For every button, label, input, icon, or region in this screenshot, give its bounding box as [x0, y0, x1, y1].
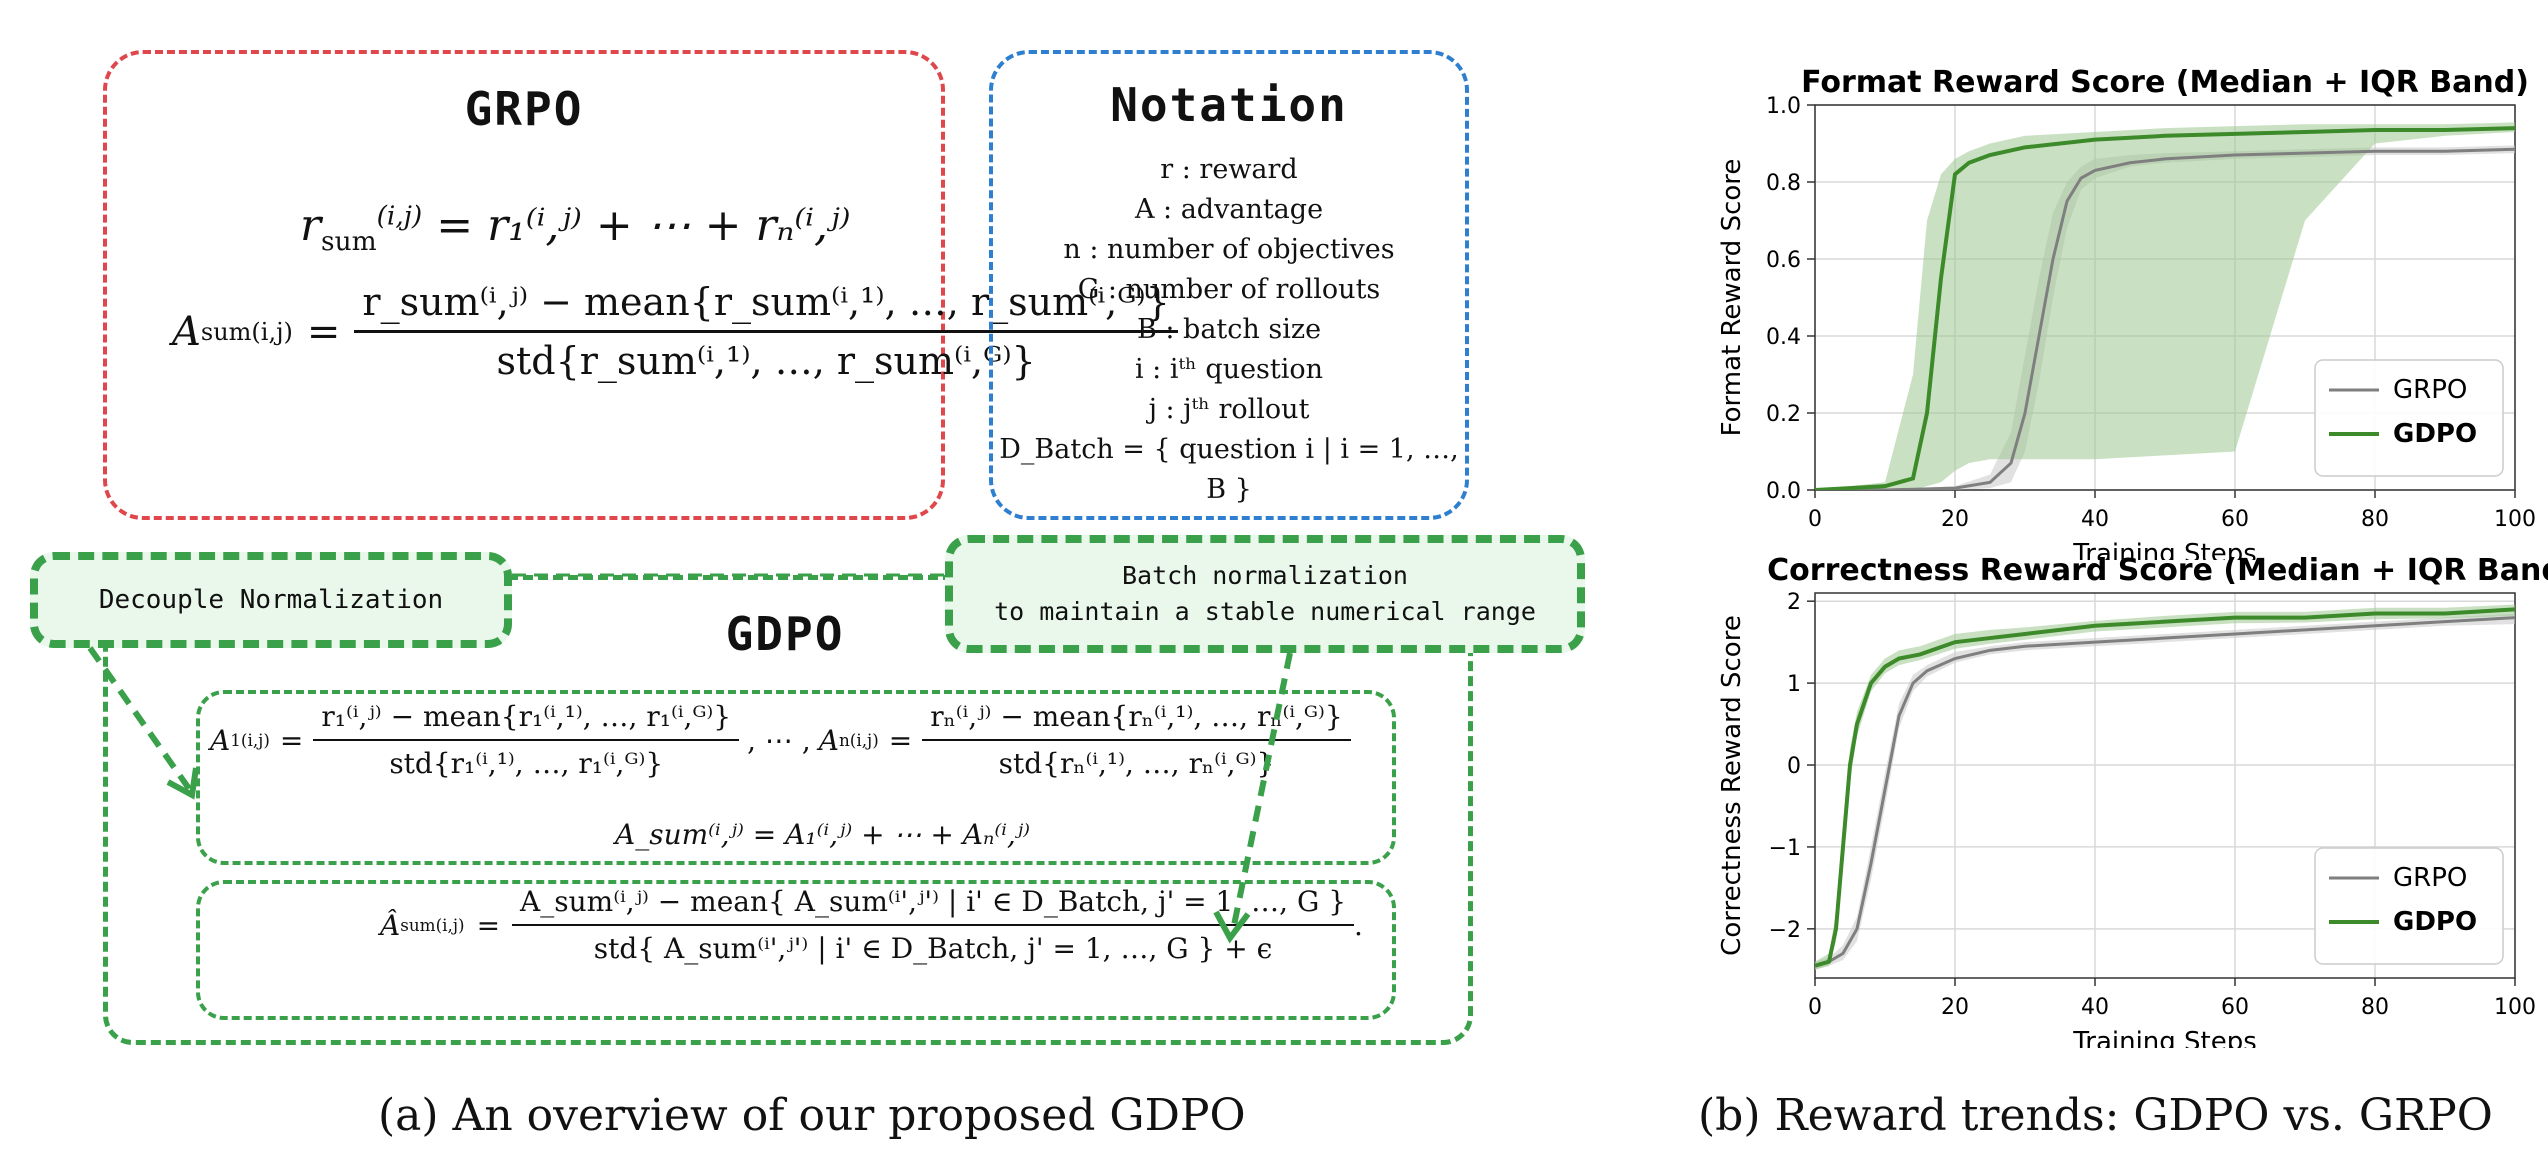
notation-title: Notation [1110, 78, 1348, 132]
panel-b-caption: (b) Reward trends: GDPO vs. GRPO [1698, 1090, 2493, 1141]
grpo-title: GRPO [464, 82, 584, 136]
notation-item: n : number of objectives [1063, 234, 1395, 265]
y-tick-label: 0.6 [1766, 248, 1801, 273]
hat-denominator: std{ A_sum⁽ⁱ',ʲ'⁾ | i' ∈ D_Batch, j' = 1… [593, 932, 1273, 965]
batch-normalization-line1: Batch normalization [1122, 561, 1408, 590]
y-tick-label: 0.4 [1766, 325, 1801, 350]
hat-numerator: A_sum⁽ⁱ,ʲ⁾ − mean{ A_sum⁽ⁱ',ʲ'⁾ | i' ∈ D… [512, 885, 1355, 926]
an-denominator: std{rₙ⁽ⁱ,¹⁾, …, rₙ⁽ⁱ,ᴳ⁾} [998, 747, 1275, 780]
series-line-gdpo [1815, 607, 2515, 968]
series-line-gdpo [1815, 126, 2515, 490]
annotation-arrows [87, 573, 1293, 944]
advantage-sum-eq: A_sum⁽ⁱ,ʲ⁾ = A₁⁽ⁱ,ʲ⁾ + ⋯ + Aₙ⁽ⁱ,ʲ⁾ [615, 818, 1031, 851]
x-tick-label: 80 [2361, 507, 2389, 532]
y-tick-label: −1 [1769, 836, 1801, 861]
x-tick-label: 0 [1808, 995, 1822, 1020]
y-tick-label: 0 [1787, 754, 1801, 779]
x-tick-label: 80 [2361, 995, 2389, 1020]
a1-fraction: r₁⁽ⁱ,ʲ⁾ − mean{r₁⁽ⁱ,¹⁾, …, r₁⁽ⁱ,ᴳ⁾} std{… [313, 700, 740, 780]
x-tick-label: 20 [1941, 995, 1969, 1020]
notation-item: r : reward [1160, 154, 1298, 185]
chart-title: Format Reward Score (Median + IQR Band) [1801, 65, 2529, 100]
notation-item: i : iᵗʰ question [1134, 354, 1324, 385]
decoupled-advantage-box [196, 690, 1396, 865]
hat-fraction: A_sum⁽ⁱ,ʲ⁾ − mean{ A_sum⁽ⁱ',ʲ'⁾ | i' ∈ D… [512, 885, 1355, 965]
y-axis-label: Format Reward Score [1717, 159, 1747, 437]
y-tick-label: −2 [1769, 918, 1801, 943]
chart-title: Correctness Reward Score (Median + IQR B… [1767, 553, 2548, 588]
a1-denominator: std{r₁⁽ⁱ,¹⁾, …, r₁⁽ⁱ,ᴳ⁾} [389, 747, 664, 780]
notation-item: A : advantage [1134, 194, 1324, 225]
y-tick-label: 0.0 [1766, 479, 1801, 504]
decouple-normalization-text: Decouple Normalization [98, 585, 444, 615]
y-tick-label: 1 [1787, 672, 1801, 697]
correctness-reward-chart: Correctness Reward Score (Median + IQR B… [1717, 553, 2548, 1048]
decouple-normalization-label: Decouple Normalization [30, 552, 512, 648]
y-axis-label: Correctness Reward Score [1717, 615, 1747, 956]
grpo-eq-adv-denominator: std{r_sum⁽ⁱ,¹⁾, …, r_sum⁽ⁱ,ᴳ⁾} [496, 339, 1036, 383]
batch-normalization-label: Batch normalization to maintain a stable… [945, 535, 1585, 653]
iqr-band-gdpo [1815, 122, 2515, 490]
plot-frame [1814, 592, 2516, 979]
legend-label: GDPO [2393, 419, 2477, 449]
grpo-eq-rsum-lhs: r [300, 200, 322, 251]
decouple-arrow [87, 646, 193, 792]
gdpo-title: GDPO [725, 607, 845, 661]
y-tick-label: 0.8 [1766, 171, 1801, 196]
notation-item: G : number of rollouts [1077, 274, 1381, 305]
legend-label: GRPO [2393, 375, 2467, 405]
y-tick-label: 0.2 [1766, 402, 1801, 427]
x-tick-label: 60 [2221, 995, 2249, 1020]
grpo-box [103, 50, 945, 520]
legend-label: GRPO [2393, 863, 2467, 893]
notation-box [989, 50, 1469, 520]
y-tick-label: 2 [1787, 590, 1801, 615]
grpo-eq-adv-numerator: r_sum⁽ⁱ,ʲ⁾ − mean{r_sum⁽ⁱ,¹⁾, …, r_sum⁽ⁱ… [354, 280, 1178, 333]
x-tick-label: 20 [1941, 507, 1969, 532]
gdpo-box [103, 575, 1473, 1045]
batch-advantage-box [196, 880, 1396, 1020]
batch-arrowhead [1213, 910, 1251, 944]
grpo-eq-rsum: rsum(i,j) = r₁⁽ⁱ,ʲ⁾ + ⋯ + rₙ⁽ⁱ,ʲ⁾ [300, 200, 851, 257]
notation-item: D_Batch = { question i | i = 1, …, B } [999, 434, 1459, 505]
legend-label: GDPO [2393, 907, 2477, 937]
panel-a-caption: (a) An overview of our proposed GDPO [378, 1090, 1246, 1141]
x-tick-label: 0 [1808, 507, 1822, 532]
decouple-arrowhead [166, 767, 199, 800]
plot-frame [1814, 104, 2516, 491]
notation-item: j : jᵗʰ rollout [1148, 394, 1310, 425]
format-reward-chart: Format Reward Score (Median + IQR Band) 0… [1717, 65, 2536, 560]
x-tick-label: 100 [2494, 507, 2536, 532]
x-tick-label: 100 [2494, 995, 2536, 1020]
x-tick-label: 40 [2081, 995, 2109, 1020]
x-axis-label: Training Steps [2072, 539, 2257, 560]
grpo-eq-adv-lhs: A [172, 308, 201, 355]
x-axis-label: Training Steps [2072, 1027, 2257, 1048]
batch-arrow [1229, 652, 1293, 936]
batch-normalization-line2: to maintain a stable numerical range [994, 597, 1536, 626]
a1-numerator: r₁⁽ⁱ,ʲ⁾ − mean{r₁⁽ⁱ,¹⁾, …, r₁⁽ⁱ,ᴳ⁾} [313, 700, 740, 741]
x-tick-label: 60 [2221, 507, 2249, 532]
notation-item: B : batch size [1136, 314, 1322, 345]
grpo-eq-adv-fraction: r_sum⁽ⁱ,ʲ⁾ − mean{r_sum⁽ⁱ,¹⁾, …, r_sum⁽ⁱ… [354, 280, 1178, 383]
series-line-grpo [1815, 147, 2515, 490]
x-tick-label: 40 [2081, 507, 2109, 532]
y-tick-label: 1.0 [1766, 94, 1801, 119]
notation-list: r : reward A : advantage n : number of o… [989, 150, 1469, 510]
series-line-grpo [1815, 616, 2515, 968]
grpo-eq-rsum-rhs: = r₁⁽ⁱ,ʲ⁾ + ⋯ + rₙ⁽ⁱ,ʲ⁾ [436, 200, 851, 251]
